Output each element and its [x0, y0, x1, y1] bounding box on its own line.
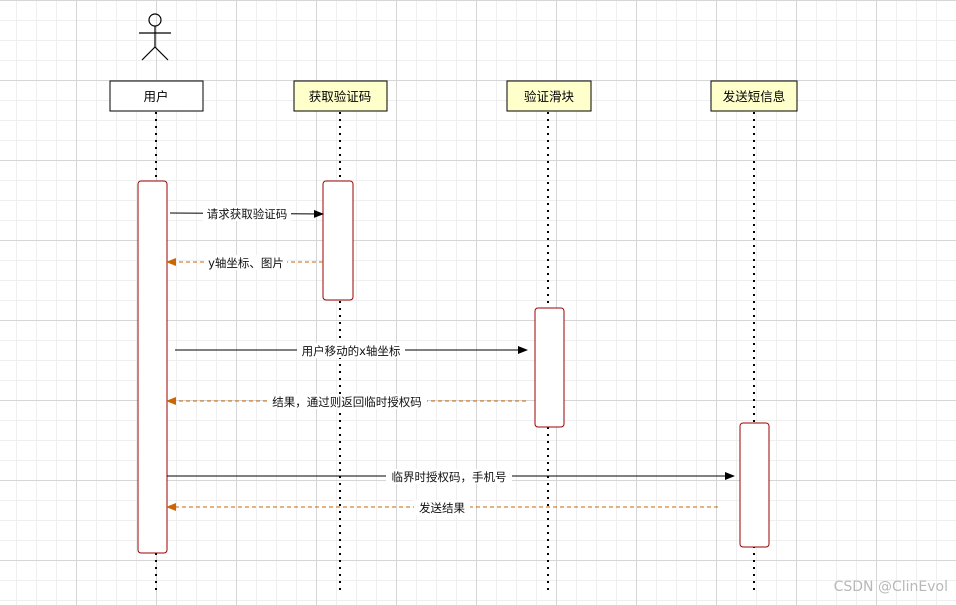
- message-return-y-image-label: y轴坐标、图片: [208, 256, 284, 270]
- activation-get-code: [322, 180, 354, 301]
- participant-verify-slider-label: 验证滑块: [524, 89, 575, 104]
- message-temp-code-phone-label: 临界时授权码，手机号: [392, 470, 507, 484]
- participant-send-sms-label: 发送短信息: [723, 89, 786, 104]
- message-request-code-label: 请求获取验证码: [207, 207, 288, 221]
- participant-user: 用户: [109, 80, 204, 112]
- message-result-temp-code-label: 结果，通过则返回临时授权码: [272, 395, 422, 409]
- message-result-temp-code: 结果，通过则返回临时授权码: [166, 394, 526, 409]
- activation-verify-slider: [534, 307, 565, 428]
- message-user-x-coord: 用户移动的x轴坐标: [175, 343, 528, 358]
- participant-send-sms: 发送短信息: [710, 80, 798, 112]
- watermark: CSDN @ClinEvol: [833, 579, 948, 595]
- message-return-y-image: y轴坐标、图片: [166, 255, 323, 270]
- participant-user-label: 用户: [143, 89, 168, 104]
- activation-user: [137, 180, 168, 554]
- message-user-x-coord-label: 用户移动的x轴坐标: [302, 344, 401, 358]
- message-send-result: 发送结果: [166, 500, 718, 515]
- participant-get-code-label: 获取验证码: [309, 89, 372, 104]
- participant-get-code: 获取验证码: [293, 80, 388, 112]
- message-temp-code-phone: 临界时授权码，手机号: [167, 469, 735, 484]
- lifelines: [155, 112, 755, 592]
- message-send-result-label: 发送结果: [419, 501, 465, 515]
- participant-verify-slider: 验证滑块: [506, 80, 592, 112]
- user-actor-icon: [139, 13, 171, 61]
- activation-send-sms: [739, 422, 770, 548]
- message-request-code: 请求获取验证码: [169, 206, 324, 221]
